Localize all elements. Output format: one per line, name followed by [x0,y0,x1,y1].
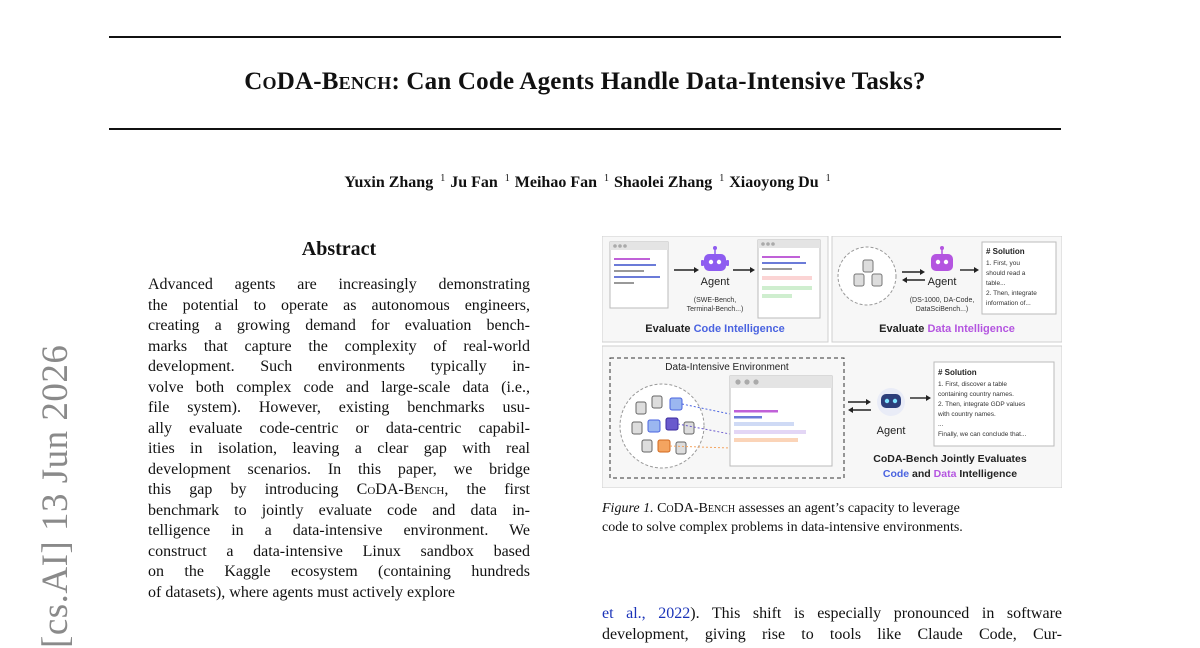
panel2-benchmarks-line2: DataSciBench...) [916,306,969,313]
intro-body-text: et al., 2022). This shift is especially … [602,603,1062,645]
file-system-cluster-icon [619,383,705,469]
abstract-line: ally evaluate code-centric or data-centr… [148,419,530,437]
code-window-env [729,375,833,467]
solution-line: with country names. [937,411,996,418]
solution-line: information of... [986,300,1031,307]
abstract-line: creating a growing demand for evaluation… [148,317,530,334]
body-line-2: development, giving rise to tools like C… [602,626,1062,643]
figure-caption: Figure 1. CoDA-Bench assesses an agent’s… [602,499,1062,537]
abstract-line: ities in isolation, leaving a clear gap … [148,440,530,457]
arrow-out-agent-3 [910,395,931,401]
author-affiliation: 1 [440,173,446,184]
figure-label: Figure 1. [602,501,654,516]
caption-benchmark-name: CoDA-Bench [657,501,736,516]
citation-link[interactable]: et al., 2022 [602,605,691,622]
solution-line: table... [986,280,1006,287]
abstract-line: Advanced agents are increasingly demonst… [148,276,530,293]
caption-line1-tail: assesses an agent’s capacity to leverage [735,501,960,516]
author-affiliation: 1 [825,173,831,184]
author-affiliation: 1 [504,173,510,184]
arxiv-stamp: [cs.AI] 13 Jun 2026 [35,344,76,648]
author-list: Yuxin Zhang 1 Ju Fan 1 Meihao Fan 1 Shaolei Zh… [109,173,1061,192]
abstract-line: this gap by introducing CoDA-Bench, the … [148,481,531,498]
panel3-solution-title: # Solution [938,368,977,377]
code-window-right [757,239,821,319]
solution-line: Finally, we can conclude that... [938,431,1027,438]
panel2-benchmarks-line1: (DS-1000, DA-Code, [910,297,975,304]
solution-line: 1. First, discover a table [938,381,1007,388]
solution-line: containing country names. [938,391,1014,398]
panel2-solution-title: # Solution [986,247,1025,256]
author-name: Xiaoyong Du [729,174,819,192]
abstract-line: development scenarios. In this paper, we… [148,460,530,478]
robot-icon [931,246,953,271]
figure-1: Agent (SWE-Bench, Terminal-Bench...) Eva… [601,235,1063,489]
code-window-left [609,241,669,309]
solution-line: 2. Then, integrate GDP values [938,401,1026,408]
panel3-agent-label: Agent [877,425,906,437]
solution-line: 1. First, you [986,260,1020,267]
title-benchmark-name: CoDA-Bench [244,68,392,95]
panel2-solution-box [981,241,1057,315]
file-link-lines [669,403,731,449]
paper-title: CoDA-Bench: Can Code Agents Handle Data-… [109,68,1061,96]
figure-1-graphic: Agent (SWE-Bench, Terminal-Bench...) Eva… [601,235,1063,489]
panel1-agent-label: Agent [701,276,730,288]
abstract-line: marks that capture the complexity of rea… [148,337,530,355]
arrow-out-agent-2 [960,267,979,273]
caption-line2: code to solve complex problems in data-i… [602,520,963,535]
abstract-line: construct a data-intensive Linux sandbox… [148,542,530,560]
robot-icon [877,388,905,416]
abstract-line: of datasets), where agents must actively… [148,583,455,601]
solution-line: 2. Then, integrate [986,290,1037,297]
bidirectional-arrow-2 [902,269,925,283]
title-rule-top [109,36,1061,38]
solution-line: ... [938,421,944,428]
panel2-caption: Evaluate Data Intelligence [879,323,1015,335]
abstract-line: the potential to operate as autonomous e… [148,296,530,314]
data-intensive-env-frame [609,357,845,479]
panel3-caption-line1: CoDA-Bench Jointly Evaluates [873,453,1027,465]
solution-line: should read a [986,270,1026,277]
arrow-out-agent-1 [733,267,755,273]
author-affiliation: 1 [719,173,725,184]
author-name: Ju Fan [450,174,498,192]
panel2-solution-lines: 1. First, you should read a table... 2. The… [986,260,1037,307]
abstract-line: development. Such environments typically… [148,358,530,375]
title-rule-bottom [109,128,1061,130]
panel1-benchmarks-line2: Terminal-Bench...) [687,306,744,313]
arrow-into-agent-1 [674,267,699,273]
panel2-agent-label: Agent [928,276,957,288]
robot-icon [701,246,729,271]
env-label: Data-Intensive Environment [665,362,789,373]
abstract-line: volve both complex code and large-scale … [148,378,530,396]
panel1-benchmarks-line1: (SWE-Bench, [694,297,736,304]
panel3-solution-box [933,361,1055,447]
body-line-1: et al., 2022). This shift is especially … [602,605,1062,622]
abstract-line: benchmark to jointly evaluate code and d… [148,501,530,519]
author-name: Meihao Fan [514,174,597,192]
author-affiliation: 1 [603,173,609,184]
dataset-cluster-icon [837,246,897,306]
panel3-caption-line2: Code and Data Intelligence [883,468,1017,480]
author-name: Shaolei Zhang [613,174,713,192]
abstract-line: telligence in a data-intensive environme… [148,522,530,539]
abstract-body: Advanced agents are increasingly demonst… [148,275,530,603]
abstract-benchmark-name: CoDA-Bench [356,481,445,498]
title-question: : Can Code Agents Handle Data-Intensive … [391,68,926,95]
panel1-caption: Evaluate Code Intelligence [645,323,784,335]
bidirectional-arrow-3 [848,399,871,413]
panel3-solution-lines: 1. First, discover a table containing cou… [937,381,1027,438]
abstract-heading: Abstract [301,238,377,260]
abstract-line: file system). However, existing benchmar… [148,399,530,416]
author-name: Yuxin Zhang [344,174,434,192]
abstract-line: on the Kaggle ecosystem (containing hund… [148,563,530,580]
